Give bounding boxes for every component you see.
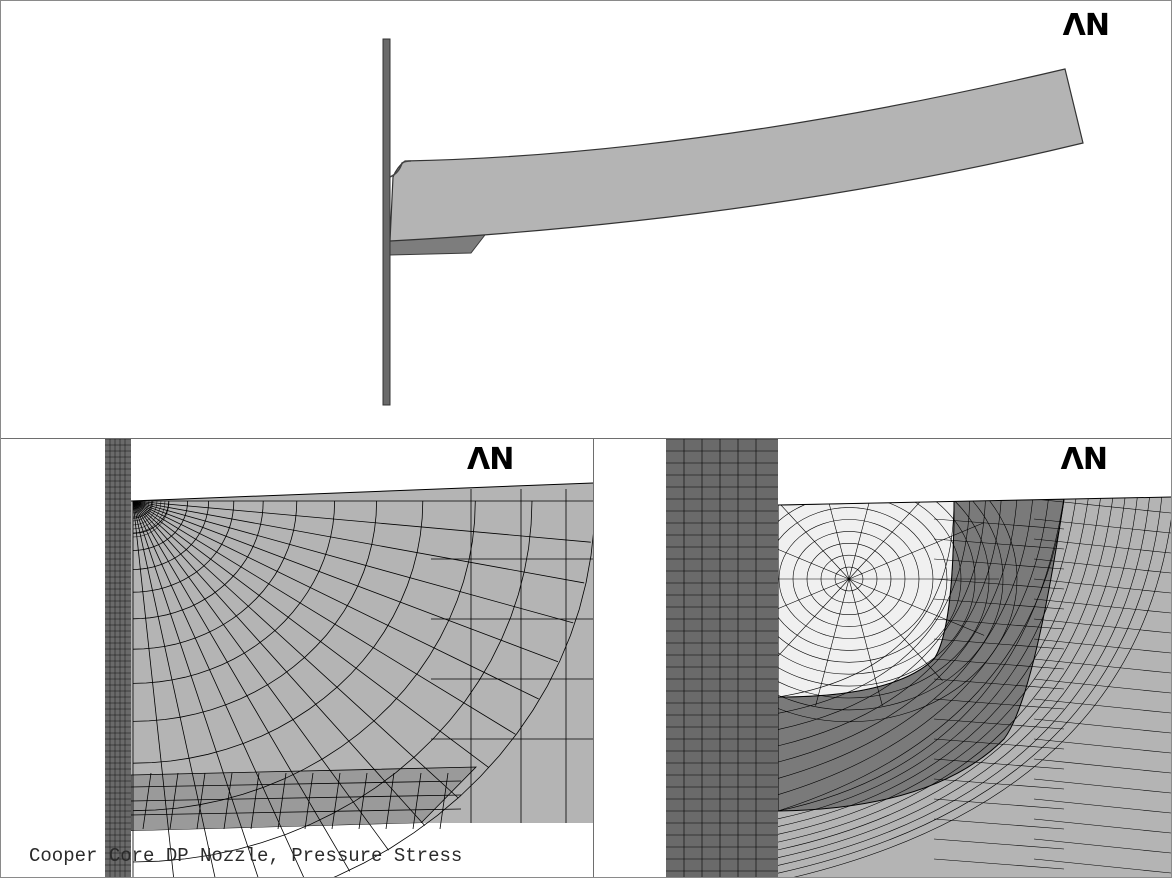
weld-fillet <box>389 160 412 178</box>
viewport-full-model[interactable]: ΛN <box>1 1 1171 439</box>
plot-title: Cooper Core DP Nozzle, Pressure Stress <box>29 845 463 867</box>
viewport-weld-detail[interactable]: ΛN <box>594 439 1171 877</box>
vessel-wall <box>666 439 778 877</box>
vessel-wall <box>382 38 391 406</box>
viewport-mesh-zoom[interactable]: ΛN Cooper Core DP Nozzle, Pressure Stres… <box>1 439 594 877</box>
mesh-plot-zoom <box>105 439 593 877</box>
vessel-wall <box>105 439 131 877</box>
nozzle-body <box>389 68 1084 242</box>
ansys-logo: ΛN <box>1062 8 1110 43</box>
ansys-logo: ΛN <box>1060 442 1108 477</box>
ansys-logo: ΛN <box>467 442 514 477</box>
full-model-plot <box>382 38 1084 406</box>
mesh-plot-detail <box>666 439 1171 877</box>
void-region <box>778 439 1171 505</box>
void-region <box>131 823 593 877</box>
